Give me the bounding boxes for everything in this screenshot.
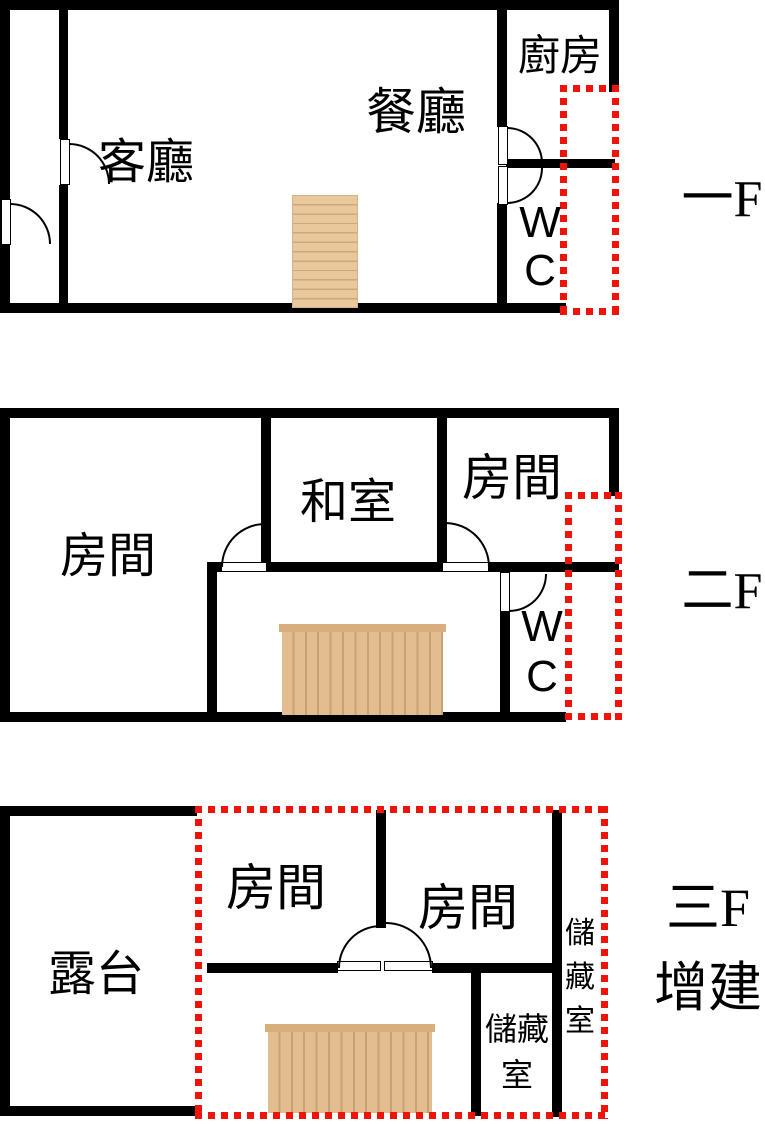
floor1-wall-bottom (0, 303, 566, 313)
label-wc2-c: C (526, 652, 558, 701)
floor3-extension-outline-left (195, 806, 202, 1119)
label-storage-lower: 儲藏室 (484, 1011, 549, 1093)
label-terrace: 露台 (48, 948, 145, 1001)
floor1-wall-left (0, 0, 10, 313)
floor2-wall-bottom (0, 712, 566, 722)
floor2-wall-divider-b (266, 562, 438, 572)
floor1-wall-top (0, 0, 619, 10)
floor3-stairs-cap (265, 1024, 435, 1032)
floor2-extension-outline-right (615, 492, 622, 720)
floor1-extension-outline-bottom (560, 308, 619, 315)
entry-door-arc (10, 203, 51, 244)
floor2-extension-outline-left (565, 492, 572, 720)
floor2-wall-wc-left (500, 610, 510, 722)
floor1-wall-dining-divider-upper (497, 0, 507, 127)
label-floor3-line1: 三F (665, 878, 751, 938)
room2r-door-arc (445, 522, 490, 567)
room2l-door-arc (221, 523, 265, 567)
label-wc1-c: C (524, 246, 556, 295)
kitchen-door-arc (507, 127, 543, 163)
floor2-wall-washitsu-right (437, 408, 447, 572)
floor2-stairs-cap (279, 624, 446, 632)
label-washitsu: 和室 (300, 476, 397, 529)
label-kitchen: 廚房 (518, 34, 603, 80)
floor1-wall-corridor-upper (59, 0, 68, 139)
floor2-wall-divider-c (488, 562, 619, 572)
floor1-extension-outline-left (560, 85, 567, 315)
label-living-room: 客廳 (98, 136, 195, 189)
floor3-extension-outline-right (601, 806, 608, 1119)
floor1-wall-corridor-lower (59, 185, 68, 313)
label-room3-right: 房間 (418, 880, 518, 936)
label-wc2-w: W (521, 602, 563, 651)
label-room2-left: 房間 (60, 530, 157, 583)
label-wc1-w: W (519, 198, 561, 247)
floor3-stairs (268, 1032, 432, 1113)
room3l-door-arc (338, 925, 381, 968)
label-floor3: 三F 增建 (644, 868, 765, 1028)
floor3-extension-outline-bottom (195, 1112, 608, 1119)
label-storage-right: 儲藏室 (565, 917, 595, 1038)
floor3-wall-storage-lower-left (471, 963, 481, 1116)
floor2-stairs (282, 632, 443, 715)
label-floor1: 一F (681, 171, 763, 228)
floor3-terrace-wall-left (0, 806, 10, 1116)
floor3-wall-horizontal-b (432, 963, 562, 973)
label-room3-left: 房間 (226, 860, 326, 916)
floor3-wall-horizontal-a (207, 963, 338, 973)
floor1-wall-dining-divider-lower (497, 203, 507, 313)
floor2-extension-outline-top (565, 492, 622, 499)
floor1-stairs (292, 195, 358, 308)
floor2-extension-outline-bottom (565, 713, 622, 720)
floor2-wall-washitsu-left (261, 408, 271, 572)
floor3-terrace-wall-top (0, 806, 197, 816)
label-dining-room: 餐廳 (366, 84, 466, 140)
floor2-wall-top (0, 408, 619, 418)
floor3-terrace-wall-bottom (0, 1106, 197, 1116)
floor2-wall-right (609, 408, 619, 496)
floor2-wall-left (0, 408, 10, 722)
floor1-extension-outline-right (612, 85, 619, 315)
label-floor3-line2: 增建 (654, 958, 762, 1018)
floor3-wall-room-divider (376, 810, 386, 928)
floor1-extension-outline-top (560, 85, 619, 92)
floor2-wall-hall-left (207, 562, 217, 722)
floor3-extension-outline-top (195, 806, 608, 813)
floor1-wall-kitchen-right (609, 0, 619, 92)
label-floor2: 二F (681, 563, 763, 620)
label-room2-right: 房間 (462, 450, 562, 506)
